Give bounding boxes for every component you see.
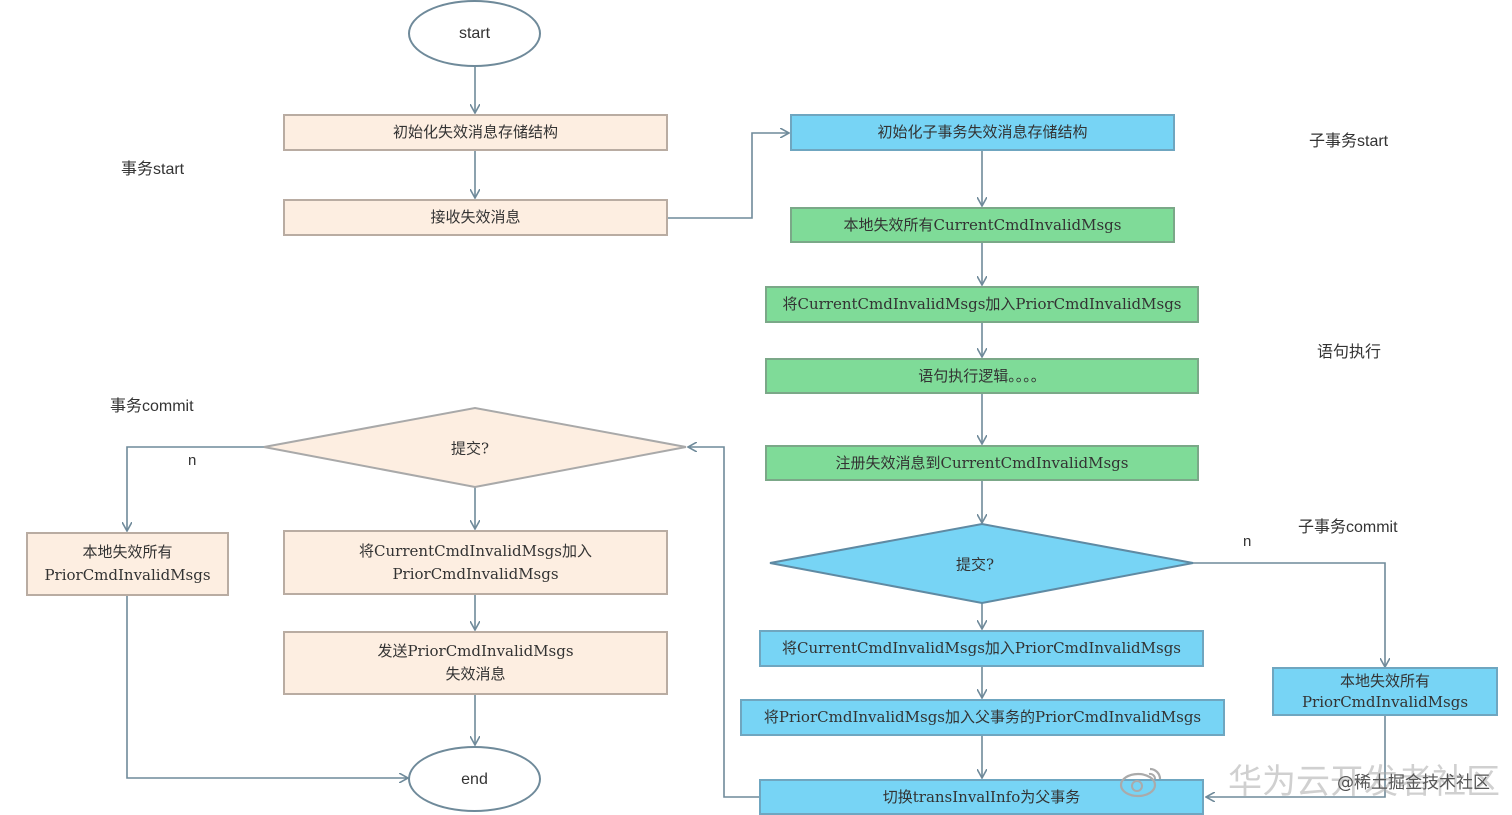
edge-leftfail-end: [126, 595, 408, 778]
weibo-icon: [1119, 767, 1162, 798]
n-right-label: n: [1243, 533, 1252, 550]
add-current-to-prior-left-line2: PriorCmdInvalidMsgs: [392, 564, 559, 583]
sub-commit-label: 子事务commit: [1298, 519, 1398, 536]
sub-init-store-node: 初始化子事务失效消息存储结构: [790, 114, 1175, 151]
watermark-huawei: 华为云开发者社区: [1228, 762, 1500, 802]
local-fail-prior-left-line1: 本地失效所有: [82, 543, 173, 561]
add-current-to-prior-left-line1: 将CurrentCmdInvalidMsgs加入: [359, 541, 592, 560]
local-fail-prior-left-node: 本地失效所有 PriorCmdInvalidMsgs: [26, 532, 229, 596]
send-prior-line2: 失效消息: [445, 665, 506, 683]
stmt-exec-label: 语句执行: [1317, 344, 1382, 361]
edge-recv-subinit: [667, 133, 789, 219]
sub-commit-decision-shape: [769, 522, 1194, 605]
watermark-juejin: @稀土掘金技术社区: [1337, 773, 1490, 793]
commit-decision-label: 提交?: [450, 439, 490, 458]
stmt-exec-node: 语句执行逻辑。。。。: [765, 358, 1199, 394]
edge-switch-commit: [688, 447, 759, 798]
local-fail-prior-right-line1: 本地失效所有: [1339, 671, 1430, 690]
add-current-to-prior-blue-node: 将CurrentCmdInvalidMsgs加入PriorCmdInvalidM…: [759, 630, 1204, 667]
n-left-label: n: [188, 452, 197, 469]
local-fail-current-node: 本地失效所有CurrentCmdInvalidMsgs: [790, 207, 1175, 243]
add-prior-to-parent-node: 将PriorCmdInvalidMsgs加入父事务的PriorCmdInvali…: [740, 699, 1225, 736]
edge-rightfail-switch: [1206, 716, 1386, 797]
end-node: end: [408, 746, 541, 812]
sub-start-label: 子事务start: [1309, 133, 1389, 150]
recv-node: 接收失效消息: [283, 199, 668, 236]
add-current-to-prior-left-node: 将CurrentCmdInvalidMsgs加入 PriorCmdInvalid…: [283, 530, 668, 595]
local-fail-prior-right-line2: PriorCmdInvalidMsgs: [1301, 692, 1469, 711]
edge-subcommit-n: [1193, 562, 1385, 667]
send-prior-node: 发送PriorCmdInvalidMsgs 失效消息: [283, 631, 668, 695]
init-store-node: 初始化失效消息存储结构: [283, 114, 668, 151]
local-fail-prior-left-line2: PriorCmdInvalidMsgs: [44, 566, 211, 584]
txn-commit-label: 事务commit: [110, 398, 194, 415]
local-fail-prior-right-node: 本地失效所有 PriorCmdInvalidMsgs: [1272, 667, 1498, 716]
start-node: start: [408, 0, 541, 67]
txn-start-label: 事务start: [121, 161, 185, 178]
switch-trans-node: 切换transInvalInfo为父事务: [759, 779, 1204, 815]
edge-commit-n: [127, 446, 264, 531]
sub-commit-decision-label: 提交?: [955, 555, 995, 574]
add-current-to-prior-green-node: 将CurrentCmdInvalidMsgs加入PriorCmdInvalidM…: [765, 286, 1199, 323]
commit-decision-shape: [263, 406, 687, 489]
register-node: 注册失效消息到CurrentCmdInvalidMsgs: [765, 445, 1199, 481]
send-prior-line1: 发送PriorCmdInvalidMsgs: [377, 642, 574, 660]
